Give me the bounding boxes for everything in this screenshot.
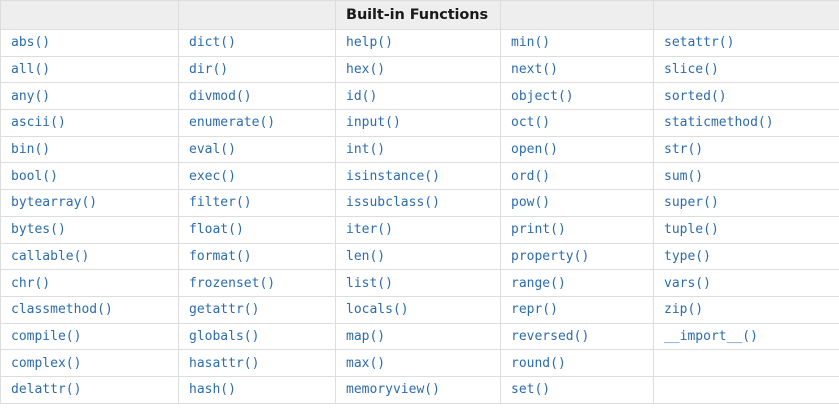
table-row: ascii()enumerate()input()oct()staticmeth… <box>0 109 839 137</box>
function-name-cell[interactable]: next() <box>500 55 654 84</box>
header-cell-blank-4 <box>653 0 839 30</box>
function-name-cell[interactable]: str() <box>653 135 839 164</box>
table-header-row: Built-in Functions <box>0 0 839 30</box>
function-name-cell[interactable]: len() <box>335 242 501 271</box>
function-name-cell[interactable]: compile() <box>0 322 179 351</box>
function-name-cell[interactable]: setattr() <box>653 29 839 57</box>
function-name-cell[interactable]: divmod() <box>178 82 336 111</box>
function-name-cell[interactable]: abs() <box>0 29 179 57</box>
function-name-cell[interactable]: reversed() <box>500 322 654 351</box>
function-name-cell[interactable]: bool() <box>0 162 179 191</box>
function-name-cell[interactable]: iter() <box>335 215 501 244</box>
function-name-cell[interactable]: vars() <box>653 269 839 297</box>
function-name-cell[interactable]: locals() <box>335 295 501 324</box>
function-name-cell[interactable]: frozenset() <box>178 269 336 297</box>
function-name-cell[interactable]: any() <box>0 82 179 111</box>
page-title: Built-in Functions <box>335 0 501 30</box>
header-cell-blank-3 <box>500 0 654 30</box>
table-header: Built-in Functions <box>0 0 839 30</box>
table-row: classmethod()getattr()locals()repr()zip(… <box>0 295 839 324</box>
function-name-cell[interactable]: enumerate() <box>178 109 336 137</box>
function-name-cell[interactable]: bytearray() <box>0 189 179 217</box>
table-row: delattr()hash()memoryview()set() <box>0 375 839 404</box>
function-name-cell[interactable]: pow() <box>500 189 654 217</box>
function-name-cell[interactable]: range() <box>500 269 654 297</box>
table-row: bin()eval()int()open()str() <box>0 135 839 164</box>
function-name-cell[interactable]: chr() <box>0 269 179 297</box>
function-name-cell[interactable]: filter() <box>178 189 336 217</box>
function-name-cell[interactable]: getattr() <box>178 295 336 324</box>
table-row: compile()globals()map()reversed()__impor… <box>0 322 839 351</box>
function-name-cell[interactable]: eval() <box>178 135 336 164</box>
function-name-cell[interactable]: tuple() <box>653 215 839 244</box>
function-name-cell[interactable]: zip() <box>653 295 839 324</box>
table-row: bytes()float()iter()print()tuple() <box>0 215 839 244</box>
table-row: bytearray()filter()issubclass()pow()supe… <box>0 189 839 217</box>
function-name-cell[interactable]: map() <box>335 322 501 351</box>
function-name-cell[interactable]: bytes() <box>0 215 179 244</box>
function-name-cell[interactable]: type() <box>653 242 839 271</box>
function-name-cell[interactable]: callable() <box>0 242 179 271</box>
header-cell-blank-1 <box>0 0 179 30</box>
table-row: callable()format()len()property()type() <box>0 242 839 271</box>
function-name-cell[interactable]: format() <box>178 242 336 271</box>
function-name-cell[interactable]: slice() <box>653 55 839 84</box>
table-cell-empty <box>653 375 839 404</box>
function-name-cell[interactable]: ord() <box>500 162 654 191</box>
function-name-cell[interactable]: input() <box>335 109 501 137</box>
function-name-cell[interactable]: super() <box>653 189 839 217</box>
function-name-cell[interactable]: dict() <box>178 29 336 57</box>
function-name-cell[interactable]: classmethod() <box>0 295 179 324</box>
builtin-functions-table: Built-in Functions abs()dict()help()min(… <box>0 0 839 404</box>
function-name-cell[interactable]: repr() <box>500 295 654 324</box>
function-name-cell[interactable]: __import__() <box>653 322 839 351</box>
function-name-cell[interactable]: print() <box>500 215 654 244</box>
function-name-cell[interactable]: dir() <box>178 55 336 84</box>
function-name-cell[interactable]: list() <box>335 269 501 297</box>
header-cell-blank-2 <box>178 0 336 30</box>
function-name-cell[interactable]: sorted() <box>653 82 839 111</box>
table-row: any()divmod()id()object()sorted() <box>0 82 839 111</box>
function-name-cell[interactable]: ascii() <box>0 109 179 137</box>
function-name-cell[interactable]: float() <box>178 215 336 244</box>
function-name-cell[interactable]: isinstance() <box>335 162 501 191</box>
function-name-cell[interactable]: object() <box>500 82 654 111</box>
function-name-cell[interactable]: set() <box>500 375 654 404</box>
function-name-cell[interactable]: help() <box>335 29 501 57</box>
function-name-cell[interactable]: globals() <box>178 322 336 351</box>
function-name-cell[interactable]: oct() <box>500 109 654 137</box>
table-row: chr()frozenset()list()range()vars() <box>0 269 839 297</box>
function-name-cell[interactable]: hasattr() <box>178 349 336 377</box>
function-name-cell[interactable]: staticmethod() <box>653 109 839 137</box>
function-name-cell[interactable]: hash() <box>178 375 336 404</box>
function-name-cell[interactable]: all() <box>0 55 179 84</box>
table-cell-empty <box>653 349 839 377</box>
function-name-cell[interactable]: complex() <box>0 349 179 377</box>
function-name-cell[interactable]: delattr() <box>0 375 179 404</box>
table-row: all()dir()hex()next()slice() <box>0 55 839 84</box>
function-name-cell[interactable]: id() <box>335 82 501 111</box>
function-name-cell[interactable]: int() <box>335 135 501 164</box>
function-name-cell[interactable]: hex() <box>335 55 501 84</box>
function-name-cell[interactable]: max() <box>335 349 501 377</box>
table-row: bool()exec()isinstance()ord()sum() <box>0 162 839 191</box>
function-name-cell[interactable]: min() <box>500 29 654 57</box>
function-name-cell[interactable]: sum() <box>653 162 839 191</box>
function-name-cell[interactable]: issubclass() <box>335 189 501 217</box>
function-name-cell[interactable]: open() <box>500 135 654 164</box>
function-name-cell[interactable]: memoryview() <box>335 375 501 404</box>
table-row: abs()dict()help()min()setattr() <box>0 29 839 57</box>
function-name-cell[interactable]: property() <box>500 242 654 271</box>
function-name-cell[interactable]: exec() <box>178 162 336 191</box>
function-name-cell[interactable]: round() <box>500 349 654 377</box>
function-name-cell[interactable]: bin() <box>0 135 179 164</box>
table-row: complex()hasattr()max()round() <box>0 349 839 377</box>
table-body: abs()dict()help()min()setattr()all()dir(… <box>0 29 839 404</box>
